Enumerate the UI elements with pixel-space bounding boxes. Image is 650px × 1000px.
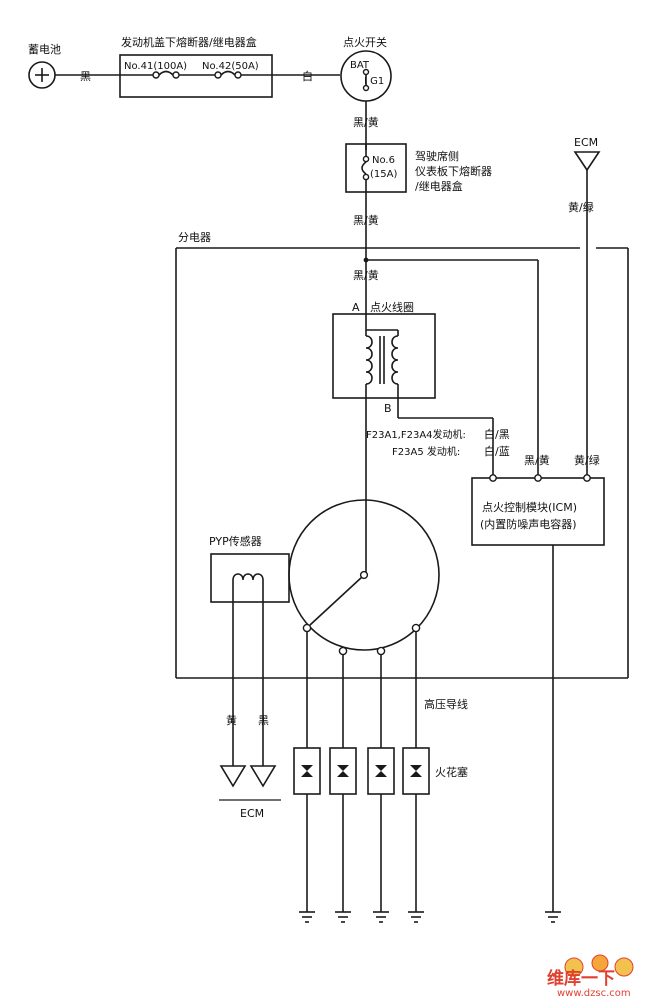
spark-plug-3 <box>367 747 395 912</box>
pyp-sensor-label: PYP传感器 <box>209 535 262 548</box>
fuse-42-label: No.42(50A) <box>202 61 259 72</box>
fuse-41-label: No.41(100A) <box>124 61 187 72</box>
bat-terminal-label: BAT <box>350 60 370 71</box>
dash-fuse-label-line2: 仪表板下熔断器 <box>415 164 492 178</box>
wire-label-white-blue: 白/蓝 <box>484 444 510 458</box>
wire-label-black: 黑 <box>80 70 91 83</box>
spark-plug-2 <box>329 747 357 912</box>
fuse-6 <box>361 144 370 192</box>
ecm-top-label: ECM <box>574 136 598 149</box>
engine-f23a5-label: F23A5 发动机: <box>392 445 460 458</box>
wire-label-black-yellow-4: 黑/黄 <box>524 453 550 467</box>
pyp-coil <box>232 573 264 588</box>
wire-label-black-2: 黑 <box>258 714 269 727</box>
ground-symbol-3 <box>373 911 389 923</box>
wire-label-yellow-green: 黄/绿 <box>568 200 594 214</box>
wire-label-black-yellow-1: 黑/黄 <box>353 115 379 129</box>
distributor-label: 分电器 <box>178 231 211 244</box>
terminal-a-label: A <box>352 301 360 314</box>
ecm-bottom-connector-1 <box>219 765 247 788</box>
rotor-arm <box>309 576 363 626</box>
battery <box>28 61 56 89</box>
ignition-switch-contact <box>362 68 370 92</box>
cap-terminals <box>302 623 421 656</box>
pyp-sensor <box>210 553 290 603</box>
ignition-switch-label: 点火开关 <box>343 35 387 49</box>
fuse-box-dash <box>345 143 407 193</box>
icm-terminals <box>489 455 591 482</box>
wire-label-black-yellow-3: 黑/黄 <box>353 268 379 282</box>
fuse-6-label: No.6 <box>372 155 395 166</box>
ecm-bottom-connector-2 <box>249 765 277 788</box>
ground-symbol-icm <box>545 911 561 923</box>
ecm-bottom-label: ECM <box>240 807 264 820</box>
watermark-logo: 维库一下 www.dzsc.com <box>547 954 634 999</box>
ground-symbol-2 <box>335 911 351 923</box>
wire-label-black-yellow-2: 黑/黄 <box>353 213 379 227</box>
fuse-box-engine <box>119 54 273 98</box>
ground-symbol-4 <box>408 911 424 923</box>
terminal-b-label: B <box>384 402 392 415</box>
watermark-url: www.dzsc.com <box>557 988 631 999</box>
battery-label: 蓄电池 <box>28 43 61 56</box>
coil-windings <box>365 314 399 418</box>
spark-plug-4 <box>402 747 430 912</box>
ignition-coil-label: 点火线圈 <box>370 300 414 314</box>
ground-symbol-1 <box>299 911 315 923</box>
engine-f23a1-label: F23A1,F23A4发动机: <box>366 428 466 441</box>
fuse-box-internal-wiring <box>120 70 272 79</box>
ig1-terminal-label: I G1 <box>364 76 384 87</box>
dash-fuse-label-line3: /继电器盒 <box>415 179 463 193</box>
wire-label-yellow: 黄 <box>226 713 237 727</box>
dash-fuse-label-line1: 驾驶席侧 <box>415 149 459 163</box>
ignition-coil <box>332 313 436 399</box>
high-voltage-leads <box>306 632 417 748</box>
wire-branch-icm <box>363 257 539 455</box>
watermark-brand: 维库一下 <box>547 968 615 989</box>
icm-label-line2: (内置防噪声电容器) <box>480 517 577 531</box>
spark-plug-label: 火花塞 <box>435 765 468 779</box>
fuse-box-engine-label: 发动机盖下熔断器/继电器盒 <box>121 35 257 49</box>
high-voltage-wire-label: 高压导线 <box>424 697 468 711</box>
wire-coil-b-icm <box>398 417 494 455</box>
spark-plug-1 <box>293 747 321 912</box>
icm-label-line1: 点火控制模块(ICM) <box>482 500 577 514</box>
wire-label-white-black: 白/黑 <box>484 427 510 441</box>
wire-label-white: 白 <box>302 69 313 83</box>
rotor-hub <box>359 570 369 580</box>
fuse-6-rating: (15A) <box>370 169 397 180</box>
ecm-top-connector <box>573 151 601 172</box>
